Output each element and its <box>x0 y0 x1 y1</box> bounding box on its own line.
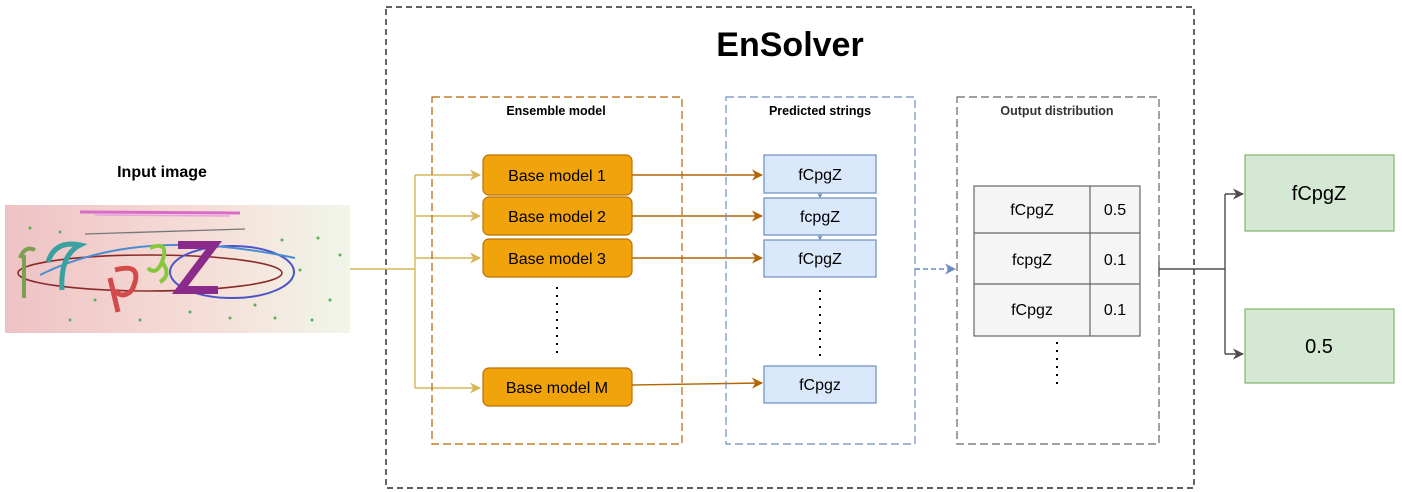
output-string-box: fCpgZ <box>1244 154 1395 232</box>
input-image-label: Input image <box>117 164 207 181</box>
distribution-row-2-prob: 0.1 <box>1104 252 1126 269</box>
distribution-row-3-string: fCpgz <box>1011 302 1053 319</box>
distribution-row-3-prob: 0.1 <box>1104 302 1126 319</box>
base-model-3: Base model 3 <box>482 238 633 278</box>
base-model-2: Base model 2 <box>482 196 633 236</box>
predicted-string-3: fCpgZ <box>763 239 877 278</box>
base-model-m: Base model M <box>482 367 633 407</box>
distribution-row-1-string: fCpgZ <box>1010 202 1054 219</box>
output-confidence-label: 0.5 <box>1305 336 1333 358</box>
base-model-3-label: Base model 3 <box>508 251 606 268</box>
base-model-1-label: Base model 1 <box>508 168 606 185</box>
output-distribution-title: Output distribution <box>1000 104 1113 118</box>
base-model-m-label: Base model M <box>506 380 608 397</box>
output-string-label: fCpgZ <box>1292 183 1346 205</box>
distribution-table: fCpgZ 0.5 fcpgZ 0.1 fCpgz 0.1 <box>973 185 1141 337</box>
output-connectors <box>1158 188 1245 360</box>
predicted-string-2: fcpgZ <box>763 197 877 236</box>
captcha-image <box>5 205 350 333</box>
predicted-string-m-label: fCpgz <box>799 377 841 394</box>
ensemble-model-title: Ensemble model <box>506 104 605 118</box>
base-model-2-label: Base model 2 <box>508 209 606 226</box>
predicted-string-1: fCpgZ <box>763 154 877 194</box>
predicted-string-m: fCpgz <box>763 365 877 404</box>
ensolver-frame <box>385 6 1195 489</box>
distribution-row-1-prob: 0.5 <box>1104 202 1126 219</box>
output-confidence-box: 0.5 <box>1244 308 1395 384</box>
ensolver-title: EnSolver <box>716 26 863 64</box>
predicted-strings-panel <box>725 96 916 445</box>
distribution-row-2-string: fcpgZ <box>1012 252 1052 269</box>
model-to-string-arrows <box>631 169 764 389</box>
base-model-1: Base model 1 <box>482 154 633 196</box>
predicted-string-2-label: fcpgZ <box>800 209 840 226</box>
input-connectors <box>350 169 482 394</box>
predicted-string-1-label: fCpgZ <box>798 167 842 184</box>
ensemble-model-panel <box>431 96 683 445</box>
predicted-strings-title: Predicted strings <box>769 104 871 118</box>
predicted-string-3-label: fCpgZ <box>798 251 842 268</box>
